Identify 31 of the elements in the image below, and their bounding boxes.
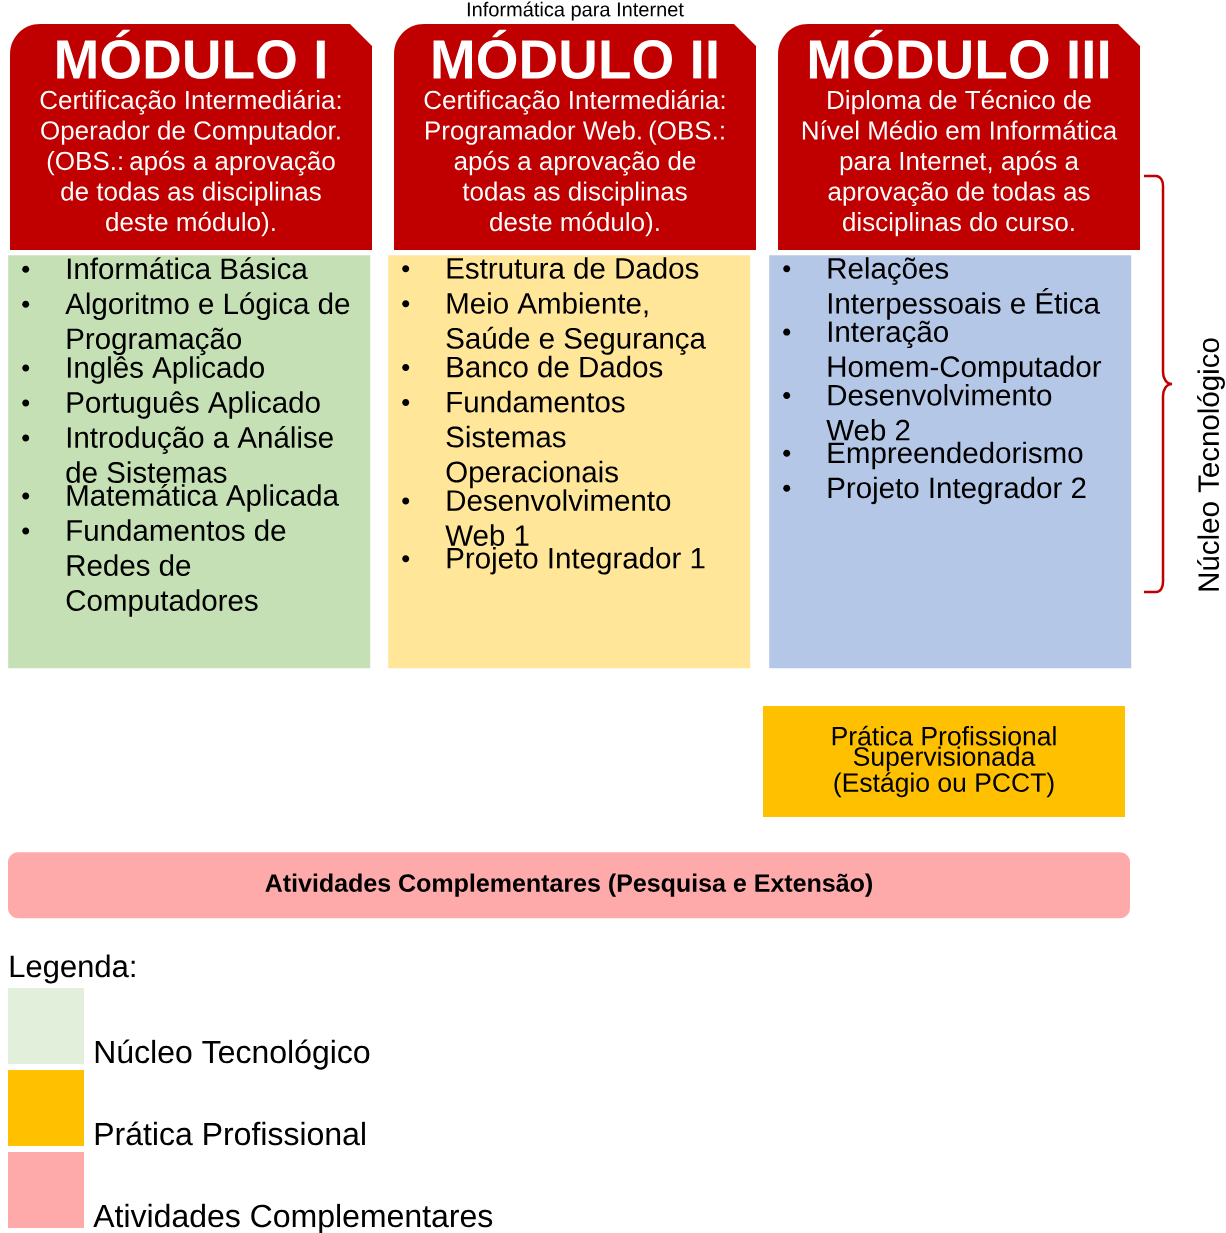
practice-box: Prática Profissional Supervisionada (Estágio ou PCCT) — [763, 706, 1125, 817]
module-header: MÓDULO I Certificação Intermediária: Operador de Computador. (OBS.: após a aprovação de todas as disciplinas deste módulo). — [10, 24, 372, 250]
bullet-item: Matemática Aplicada — [22, 483, 339, 512]
course-list-box — [769, 255, 1132, 669]
legend-text: Prática Profissional — [95, 1121, 365, 1146]
bullet-item: Empreendedorismo — [783, 441, 1083, 470]
bullet-item: Meio Ambiente, Saúde e Segurança — [402, 292, 706, 355]
bullet-item: Interação Homem-Computador — [783, 320, 1102, 383]
bullet-item: Fundamentos de Redes de Computadores — [22, 519, 286, 617]
bullet-item: Projeto Integrador 2 — [783, 476, 1086, 505]
module-header: MÓDULO III Diploma de Técnico de Nível Médio em Informática para Internet, após a aprovação de todas as disciplinas do curso. — [778, 24, 1140, 250]
bullet-item: Desenvolvimento Web 1 — [402, 489, 671, 546]
legend-text: Núcleo Tecnológico — [95, 1039, 370, 1070]
bullet-item: Estrutura de Dados — [402, 257, 699, 279]
module-header: MÓDULO II Certificação Intermediária: Programador Web. (OBS.: após a aprovação de todas as disciplinas deste módulo). — [394, 24, 756, 250]
bullet-item: Algoritmo e Lógica de Programação — [22, 292, 350, 356]
bullet-item: Fundamentos Sistemas Operacionais — [402, 390, 625, 489]
legend-title: Legenda: — [10, 954, 135, 984]
activities-band: Atividades Complementares (Pesquisa e Extensão) — [8, 852, 1130, 919]
bullet-item: Desenvolvimento Web 2 — [783, 384, 1052, 441]
bullet-item: Português Aplicado — [22, 391, 320, 419]
bullet-item: Banco de Dados — [402, 355, 663, 378]
bullet-item: Introdução a Análise de Sistemas — [22, 425, 333, 483]
side-label: Núcleo Tecnológico — [1197, 338, 1225, 591]
bullet-item: Informática Básica — [22, 257, 308, 280]
legend-text: Atividades Complementares — [93, 1203, 493, 1233]
bullet-item: Inglês Aplicado — [22, 356, 264, 384]
bullet-item: Relações Interpessoais e Ética — [783, 257, 1100, 320]
bullet-item: Projeto Integrador 1 — [402, 547, 705, 575]
course-list-box — [388, 255, 751, 669]
course-list-box — [8, 255, 371, 669]
